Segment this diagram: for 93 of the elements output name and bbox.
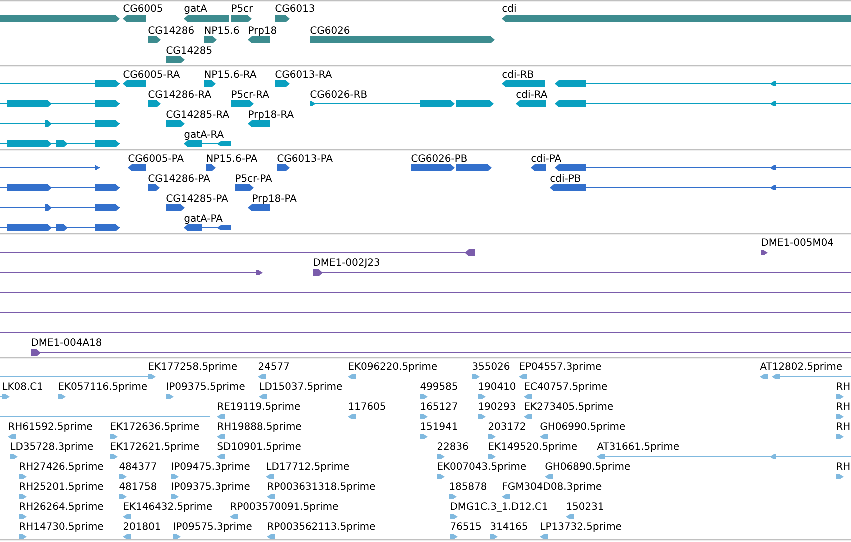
est-label: LP13732.5prime [541, 522, 622, 532]
est-label: 499585 [420, 382, 458, 390]
est-label: EK096220.5prime [349, 362, 438, 372]
est-label: EK172636.5prime [111, 422, 200, 432]
transcript-label: CG6013-RA [276, 70, 332, 78]
est-label: RP003570091.5prime [231, 502, 338, 512]
transcript-label: cdi-RB [502, 70, 534, 78]
est-label: EK007043.5prime [438, 462, 526, 472]
est-label: 314165 [490, 522, 528, 530]
gene-label: CG6013 [276, 4, 314, 12]
protein-label: CG6013-PA [278, 154, 333, 162]
clone-label: DME1-002J23 [314, 258, 380, 268]
est-label: EP04557.3prime [520, 362, 602, 372]
gene-label: gatA [184, 4, 208, 14]
est-label: 22836 [438, 442, 468, 450]
transcript-label: P5cr-RA [232, 90, 270, 98]
protein-label: NP15.6-PA [207, 154, 258, 162]
est-label: 117605 [349, 402, 386, 410]
est-label: 190293 [479, 402, 516, 410]
protein-label: cdi-PA [532, 154, 562, 162]
est-label: LD17712.5prime [267, 462, 350, 472]
transcript-label: CG14285-RA [166, 110, 230, 118]
gene-label: CG14286 [148, 26, 194, 34]
est-label: GH06990.5prime [540, 422, 626, 432]
est-label: RE19119.5prime [218, 402, 300, 412]
est-label: 24577 [258, 362, 290, 370]
est-label: 150231 [567, 502, 604, 510]
est-label: IP09575.3prime [174, 522, 252, 532]
est-label: 151941 [421, 422, 458, 430]
est-label: RH14730.5prime [20, 522, 104, 532]
est-label: FGM304D08.3prime [503, 482, 602, 492]
est-label: EK149520.5prime [489, 442, 578, 452]
est-label: EK273405.5prime [525, 402, 614, 412]
est-label: IP09475.3prime [172, 462, 250, 472]
est-label: RH27426.5prime [20, 462, 104, 472]
est-label: 76515 [451, 522, 482, 530]
transcript-label: CG6026-RB [310, 90, 367, 98]
est-label: RH61592.5prime [9, 422, 92, 432]
est-label: EC40757.5prime [525, 382, 608, 392]
est-label: LK08.C1 [3, 382, 42, 390]
est-label: DMG1C.3_1.D12.C1 [451, 502, 548, 512]
protein-label: CG6005-PA [128, 154, 184, 162]
est-label: IP09375.5prime [167, 382, 245, 392]
est-label: EK172621.5prime [111, 442, 200, 452]
protein-label: CG6026-PB [412, 154, 467, 162]
est-label: SD10901.5prime [218, 442, 301, 452]
gene-label: CG6026 [310, 26, 350, 34]
est-label: LD35728.3prime [11, 442, 94, 452]
est-label: 190410 [479, 382, 516, 390]
est-label: RH [837, 462, 850, 470]
protein-label: CG14285-PA [166, 194, 228, 202]
protein-label: gatA-PA [184, 214, 223, 224]
gene-label: CG14285 [166, 46, 212, 54]
est-label: RH25201.5prime [20, 482, 104, 492]
gene-label: NP15.6 [205, 26, 240, 34]
gene-label: CG6005 [124, 4, 162, 12]
protein-label: P5cr-PA [236, 174, 272, 182]
transcript-label: CG6005-RA [124, 70, 180, 78]
est-label: GH06890.5prime [546, 462, 630, 472]
est-label: RP003631318.5prime [268, 482, 376, 492]
clone-label: DME1-005M04 [762, 238, 834, 246]
est-label: 481758 [120, 482, 157, 490]
est-label: EK177258.5prime [149, 362, 238, 372]
protein-label: CG14286-PA [148, 174, 210, 182]
est-label: EK057116.5prime [59, 382, 148, 392]
protein-label: Prp18-PA [253, 194, 297, 204]
est-label: IP09375.3prime [172, 482, 250, 492]
transcript-label: CG14286-RA [148, 90, 212, 98]
est-label: 201801 [124, 522, 160, 530]
gene-label: cdi [502, 4, 516, 12]
transcript-label: Prp18-RA [249, 110, 294, 120]
est-label: LD15037.5prime [260, 382, 342, 392]
est-label: 165127 [421, 402, 458, 410]
est-label: RP003562113.5prime [268, 522, 376, 532]
protein-label: cdi-PB [550, 174, 581, 182]
est-label: RH [837, 382, 850, 390]
transcript-label: NP15.6-RA [205, 70, 257, 78]
est-label: AT12802.5prime [760, 362, 842, 372]
est-label: RH19888.5prime [218, 422, 302, 432]
est-label: 355026 [472, 362, 510, 370]
est-label: EK146432.5prime [124, 502, 212, 512]
est-label: RH [837, 402, 850, 410]
transcript-label: cdi-RA [516, 90, 548, 98]
clone-label: DME1-004A18 [32, 338, 102, 346]
est-label: RH [837, 422, 850, 430]
est-label: RH26264.5prime [20, 502, 104, 512]
est-label: 484377 [120, 462, 156, 470]
gene-label: P5cr [232, 4, 254, 12]
est-label: 203172 [488, 422, 526, 430]
est-label: 185878 [450, 482, 487, 490]
transcript-label: gatA-RA [184, 130, 224, 140]
gene-label: Prp18 [249, 26, 276, 36]
est-label: AT31661.5prime [597, 442, 680, 452]
